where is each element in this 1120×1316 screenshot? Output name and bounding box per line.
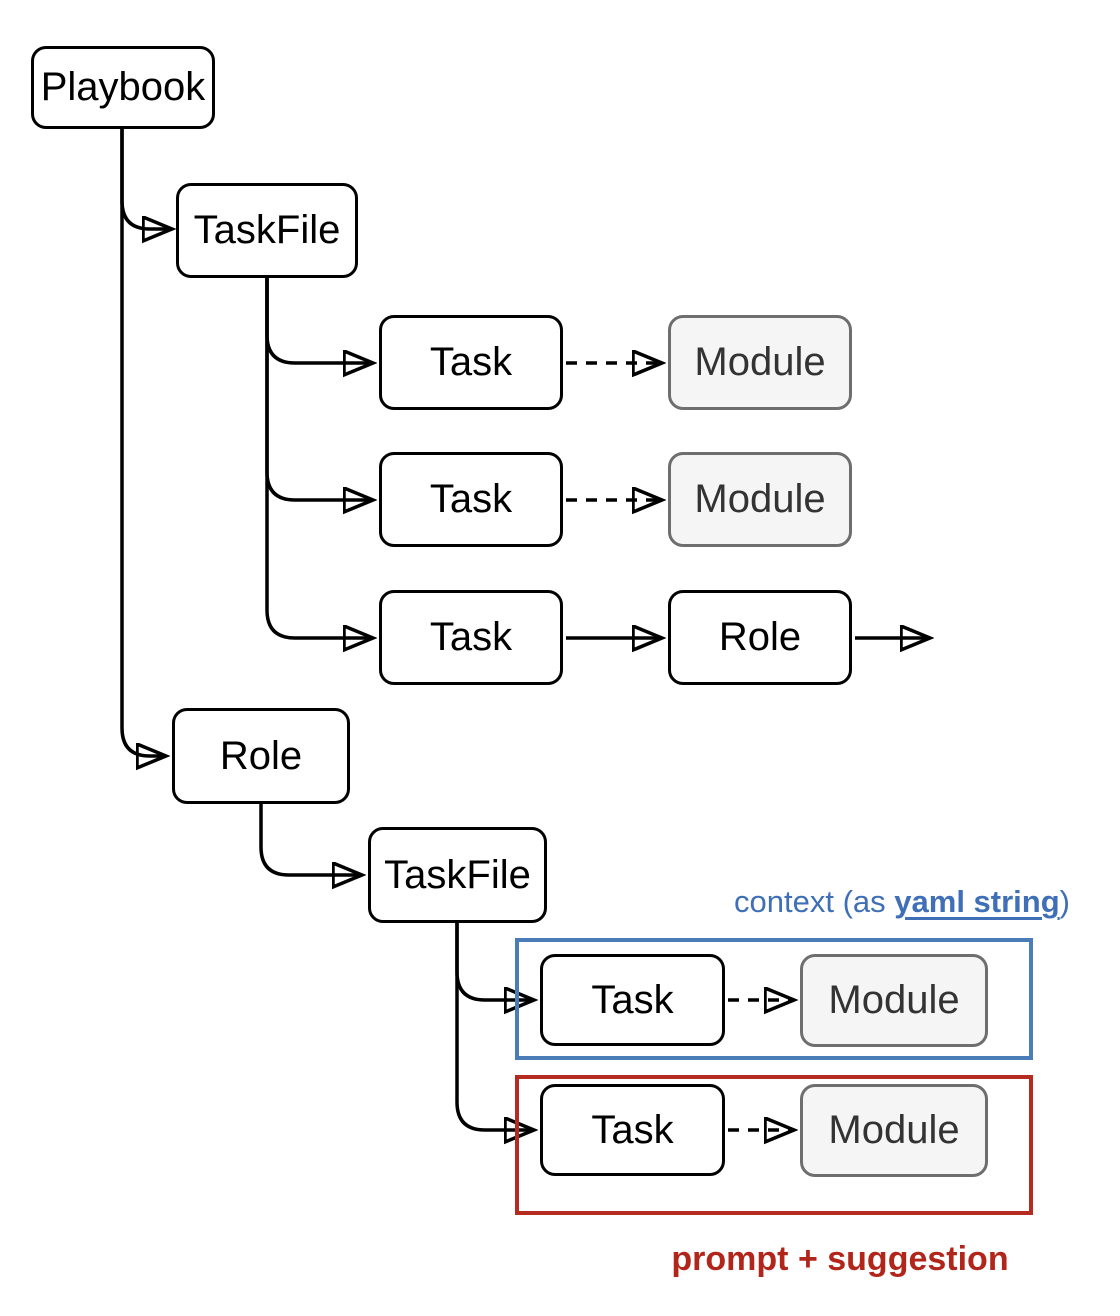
node-module-1: Module — [668, 315, 852, 410]
node-role-child: Role — [668, 590, 852, 685]
prompt-annotation: prompt + suggestion — [560, 1240, 1120, 1279]
node-taskfile-top-label: TaskFile — [193, 208, 341, 252]
node-playbook-label: Playbook — [40, 65, 206, 109]
prompt-annotation-text: prompt + suggestion — [671, 1240, 1009, 1278]
edge-playbook-role — [120, 129, 164, 756]
node-role-main: Role — [172, 708, 350, 804]
node-module-prompt: Module — [800, 1084, 988, 1177]
edge-taskfile-task1 — [265, 278, 371, 363]
context-annotation-highlight: yaml string — [894, 884, 1060, 919]
node-role-main-label: Role — [219, 733, 303, 778]
edge-role-taskfile2 — [259, 804, 360, 875]
edge-playbook-taskfile — [120, 129, 170, 229]
context-annotation: context (as yaml string) — [400, 884, 1070, 920]
context-annotation-prefix: context (as — [734, 884, 895, 919]
edge-taskfile2-task5 — [455, 923, 532, 1130]
edge-taskfile-task3 — [265, 278, 371, 638]
node-module-context: Module — [800, 954, 988, 1047]
node-task-context-label: Task — [591, 977, 674, 1022]
node-task-prompt-label: Task — [591, 1107, 674, 1152]
node-module-1-label: Module — [694, 340, 826, 384]
context-group-box — [515, 938, 1033, 1060]
node-module-2-label: Module — [694, 477, 826, 521]
node-module-context-label: Module — [828, 978, 960, 1022]
node-playbook: Playbook — [31, 46, 215, 129]
node-task-prompt: Task — [540, 1084, 725, 1176]
node-task-1: Task — [379, 315, 563, 410]
node-task-2-label: Task — [429, 477, 513, 521]
node-task-3-label: Task — [429, 615, 513, 659]
context-annotation-suffix: ) — [1059, 884, 1070, 919]
node-taskfile-top: TaskFile — [176, 183, 358, 278]
node-task-1-label: Task — [429, 340, 513, 384]
node-task-2: Task — [379, 452, 563, 547]
prompt-group-box — [515, 1075, 1033, 1215]
node-role-child-label: Role — [718, 615, 802, 659]
edge-taskfile-task2 — [265, 278, 371, 500]
node-taskfile-role-label: TaskFile — [384, 852, 531, 897]
node-task-context: Task — [540, 954, 725, 1046]
node-task-3: Task — [379, 590, 563, 685]
node-module-prompt-label: Module — [828, 1108, 960, 1152]
node-taskfile-role: TaskFile — [368, 827, 547, 923]
node-module-2: Module — [668, 452, 852, 547]
